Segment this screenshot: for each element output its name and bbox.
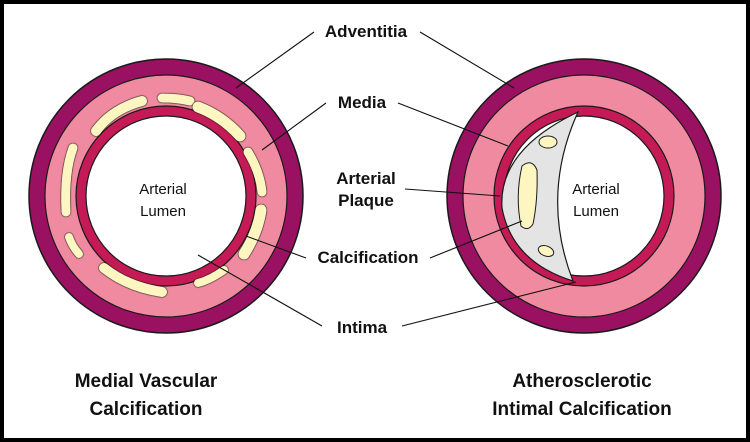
label-adventitia: Adventitia xyxy=(325,22,408,41)
leader-media-right xyxy=(397,102,509,147)
leader-plaque xyxy=(404,188,501,197)
calcification-deposit xyxy=(157,93,195,106)
label-calcification: Calcification xyxy=(317,248,418,267)
left-lumen-label-line2: Lumen xyxy=(140,203,186,220)
left-lumen-label-line1: Arterial xyxy=(139,181,187,198)
leader-intima-right xyxy=(401,281,577,327)
left-lumen xyxy=(85,115,247,277)
leader-lines xyxy=(197,31,577,327)
right-caption-line1: Atherosclerotic xyxy=(512,371,652,392)
leader-adventitia-left xyxy=(235,31,315,89)
leader-calcification-left xyxy=(245,235,307,259)
right-lumen-label-line2: Lumen xyxy=(573,203,619,220)
arterial-plaque xyxy=(501,110,580,282)
right-lumen-label-line1: Arterial xyxy=(572,181,620,198)
calcification-deposit xyxy=(65,233,83,258)
calcification-deposit xyxy=(99,263,167,297)
calcification-deposit xyxy=(192,101,246,142)
label-arterial-plaque-line1: Arterial xyxy=(336,169,396,188)
calcification-deposit xyxy=(538,135,558,149)
left-calcification-deposits xyxy=(61,93,267,297)
calcification-deposit xyxy=(537,245,555,257)
label-intima: Intima xyxy=(337,318,388,337)
artery-diagram: Arterial Lumen Arterial Lumen Adventitia… xyxy=(28,22,722,420)
leader-calcification-right xyxy=(429,220,523,259)
leader-media-left xyxy=(261,102,327,151)
right-calcification-deposits xyxy=(517,135,558,257)
right-caption-line2: Intimal Calcification xyxy=(492,399,671,420)
label-arterial-plaque-line2: Plaque xyxy=(338,191,394,210)
calcification-deposit xyxy=(243,147,267,197)
calcification-deposit xyxy=(238,204,267,260)
leader-adventitia-right xyxy=(419,31,515,89)
left-caption-line1: Medial Vascular xyxy=(75,371,218,392)
calcification-deposit xyxy=(61,143,78,217)
left-caption-line2: Calcification xyxy=(90,399,203,420)
calcification-deposit xyxy=(194,266,228,287)
left-vessel: Arterial Lumen xyxy=(28,58,304,334)
calcification-deposit xyxy=(91,96,147,136)
leader-intima-left xyxy=(197,254,323,327)
calcification-deposit xyxy=(517,162,538,230)
label-media: Media xyxy=(338,93,387,112)
right-vessel: Arterial Lumen xyxy=(446,58,722,334)
